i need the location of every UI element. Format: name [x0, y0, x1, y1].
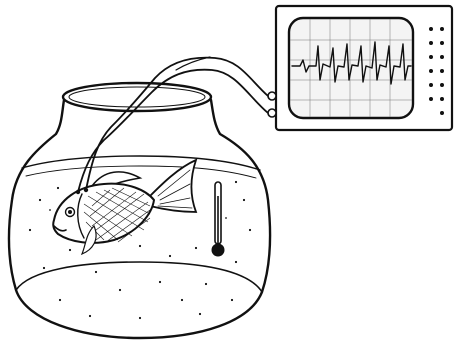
electrode-wire-icon [78, 57, 268, 192]
thermometer-icon [212, 182, 224, 256]
water-surface [22, 156, 260, 170]
jar-base [16, 262, 262, 292]
fish-tail [150, 160, 196, 212]
electrode-tip [84, 188, 88, 192]
input-jacks [268, 92, 276, 117]
oscilloscope [268, 6, 452, 130]
electrode-tip [76, 190, 80, 194]
fish-icon [53, 160, 196, 254]
